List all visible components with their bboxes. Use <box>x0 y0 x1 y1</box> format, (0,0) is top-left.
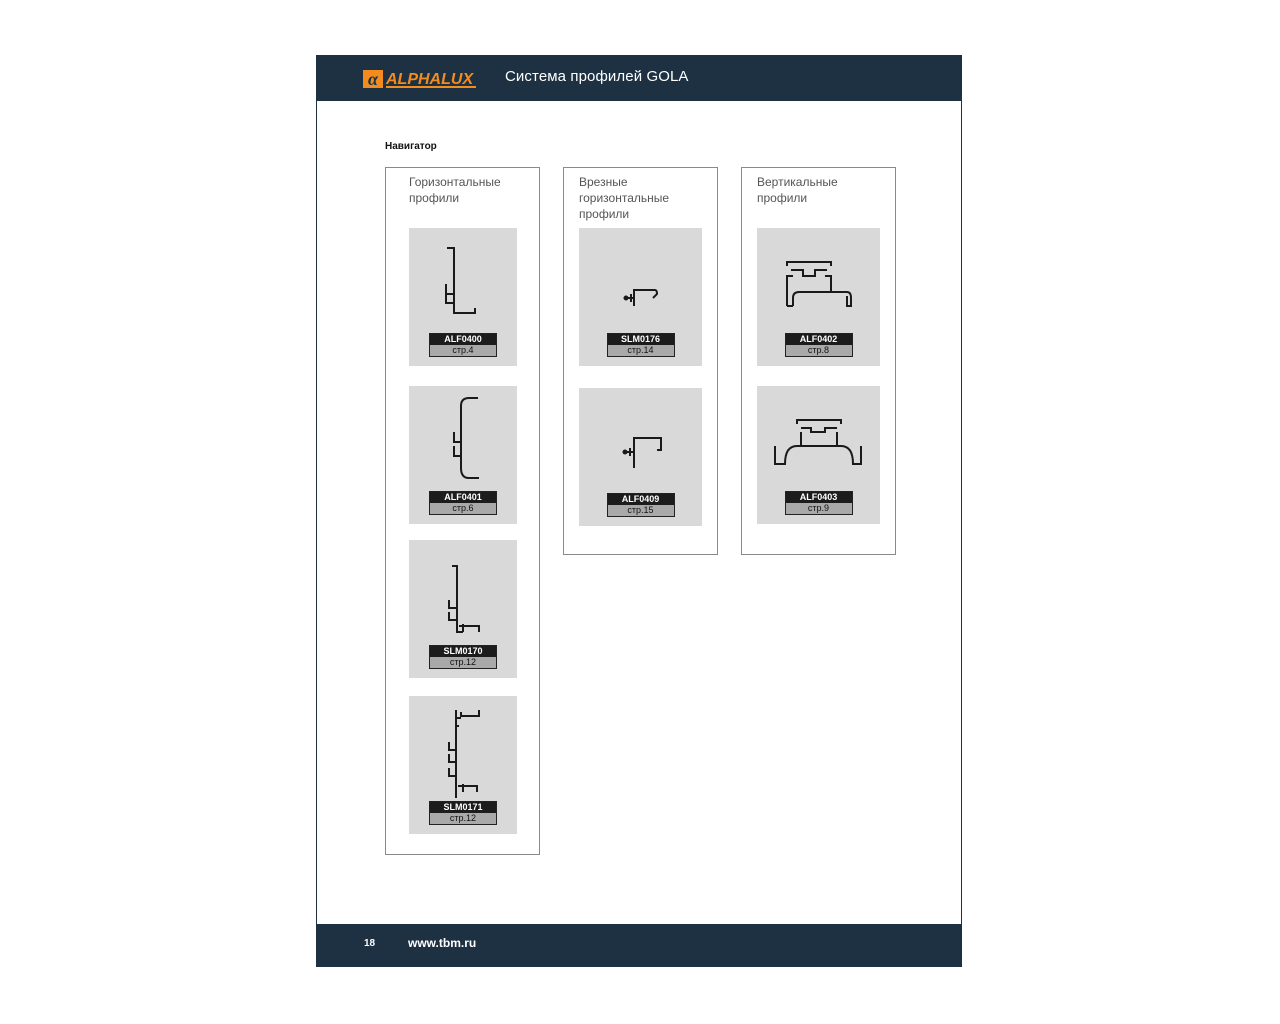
profile-code: ALF0400 <box>430 334 496 345</box>
page-reference: стр.4 <box>430 345 496 356</box>
header-title: Система профилей GOLA <box>505 68 689 85</box>
catalog-page: α ALPHALUX Система профилей GOLA Навигат… <box>316 55 962 967</box>
profile-code: SLM0171 <box>430 802 496 813</box>
alphalux-logo[interactable]: α ALPHALUX <box>363 67 479 91</box>
profile-code: ALF0401 <box>430 492 496 503</box>
profile-code: ALF0403 <box>785 492 852 503</box>
card-label: ALF0409 стр.15 <box>606 493 675 517</box>
page-reference: стр.9 <box>785 503 852 514</box>
column-recessed-horizontal-profiles: Врезные горизонтальные профили SLM0176 с… <box>563 167 718 555</box>
profile-card-alf0409[interactable]: ALF0409 стр.15 <box>579 388 702 526</box>
page-number: 18 <box>364 938 376 949</box>
card-label: ALF0401 стр.6 <box>429 491 497 515</box>
logo-text: ALPHALUX <box>385 71 474 88</box>
profile-code: SLM0170 <box>430 646 496 657</box>
profile-card-alf0403[interactable]: ALF0403 стр.9 <box>757 386 880 524</box>
profile-card-slm0170[interactable]: SLM0170 стр.12 <box>409 540 517 678</box>
page-reference: стр.12 <box>430 657 496 668</box>
profile-card-slm0176[interactable]: SLM0176 стр.14 <box>579 228 702 366</box>
profile-card-slm0171[interactable]: SLM0171 стр.12 <box>409 696 517 834</box>
profile-code: SLM0176 <box>607 334 674 345</box>
logo-symbol: α <box>368 69 379 89</box>
profile-card-alf0400[interactable]: ALF0400 стр.4 <box>409 228 517 366</box>
card-label: ALF0402 стр.8 <box>784 333 853 357</box>
page-header: α ALPHALUX Система профилей GOLA <box>317 56 961 101</box>
column-title: Врезные горизонтальные профили <box>579 175 670 221</box>
page-reference: стр.15 <box>607 505 674 516</box>
profile-slm0170-icon <box>448 565 480 633</box>
column-title: Горизонтальные профили <box>409 175 501 205</box>
column-title: Вертикальные профили <box>757 175 838 205</box>
profile-alf0402-icon <box>786 261 852 307</box>
card-label: SLM0171 стр.12 <box>429 801 497 825</box>
profile-alf0409-icon <box>622 437 662 468</box>
profile-card-alf0401[interactable]: ALF0401 стр.6 <box>409 386 517 524</box>
page-footer: 18 www.tbm.ru <box>317 924 961 966</box>
column-horizontal-profiles: Горизонтальные профили ALF0400 стр.4 <box>385 167 540 855</box>
card-label: SLM0176 стр.14 <box>606 333 675 357</box>
website-link[interactable]: www.tbm.ru <box>408 936 477 950</box>
card-label: SLM0170 стр.12 <box>429 645 497 669</box>
page-reference: стр.14 <box>607 345 674 356</box>
profile-alf0403-icon <box>774 419 862 465</box>
card-label: ALF0403 стр.9 <box>784 491 853 515</box>
navigator-title: Навигатор <box>385 141 437 152</box>
profile-code: ALF0402 <box>785 334 852 345</box>
column-vertical-profiles: Вертикальные профили ALF0402 стр.8 <box>741 167 896 555</box>
profile-slm0171-icon <box>448 710 480 798</box>
page-reference: стр.8 <box>785 345 852 356</box>
profile-alf0401-icon <box>453 397 479 479</box>
profile-alf0400-icon <box>445 247 476 314</box>
profile-slm0176-icon <box>623 289 659 306</box>
profile-card-alf0402[interactable]: ALF0402 стр.8 <box>757 228 880 366</box>
page-reference: стр.6 <box>430 503 496 514</box>
page-reference: стр.12 <box>430 813 496 824</box>
profile-code: ALF0409 <box>607 494 674 505</box>
card-label: ALF0400 стр.4 <box>429 333 497 357</box>
